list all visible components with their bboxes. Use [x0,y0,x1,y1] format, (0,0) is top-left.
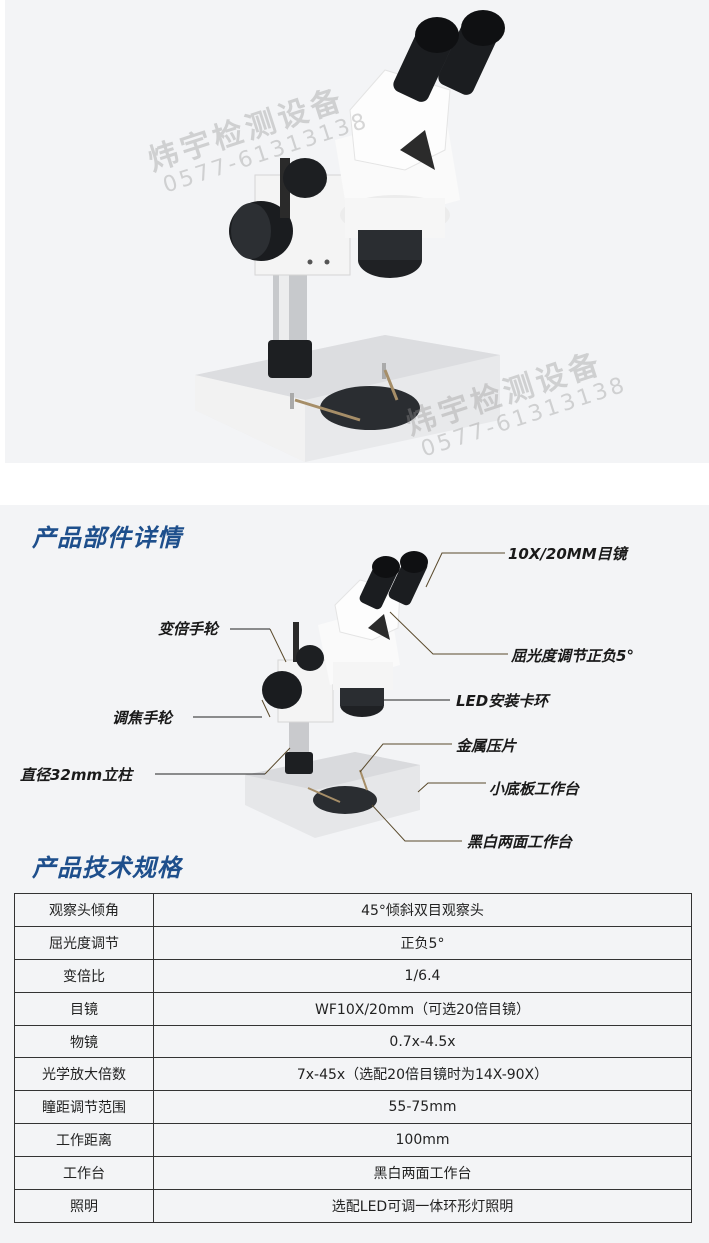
microscope-photo [195,10,505,462]
spec-value: 选配LED可调一体环形灯照明 [153,1189,692,1223]
callout-led-ring: LED安装卡环 [456,692,549,710]
spec-key: 目镜 [14,991,154,1026]
callout-zoom-knob: 变倍手轮 [158,620,219,638]
spec-key: 光学放大倍数 [14,1057,154,1092]
spec-key: 瞳距调节范围 [14,1090,154,1125]
spec-key: 屈光度调节 [14,925,154,960]
spec-value: 7x-45x（选配20倍目镜时为14X-90X） [153,1057,692,1092]
spec-key: 观察头倾角 [14,893,154,927]
table-row: 照明选配LED可调一体环形灯照明 [14,1189,692,1223]
parts-section-title: 产品部件详情 [32,524,182,552]
callout-metal-clip: 金属压片 [456,737,517,755]
spec-value: 100mm [153,1123,692,1158]
spec-value: 正负5° [153,925,692,960]
spec-value: 1/6.4 [153,958,692,993]
callout-small-base: 小底板工作台 [489,780,580,798]
spec-key: 工作台 [14,1156,154,1191]
specs-section-title: 产品技术规格 [32,854,182,882]
callout-bw-stage: 黑白两面工作台 [467,833,573,851]
callout-refraction: 屈光度调节正负5° [511,647,634,665]
table-row: 屈光度调节正负5° [14,925,692,960]
product-photo-panel: 炜宇检测设备 0577-61313138 炜宇检测设备 0577-6131313… [5,0,709,463]
spec-key: 变倍比 [14,958,154,993]
spec-value: 0.7x-4.5x [153,1024,692,1059]
spec-key: 照明 [14,1189,154,1223]
callout-eyepiece: 10X/20MM目镜 [508,545,627,563]
spec-value: 黑白两面工作台 [153,1156,692,1191]
spec-key: 物镜 [14,1024,154,1059]
callout-pillar: 直径32mm立柱 [20,766,133,784]
spec-value: WF10X/20mm（可选20倍目镜） [153,991,692,1026]
spec-value: 45°倾斜双目观察头 [153,893,692,927]
table-row: 工作台黑白两面工作台 [14,1156,692,1191]
callout-focus-knob: 调焦手轮 [112,709,173,727]
spec-key: 工作距离 [14,1123,154,1158]
spec-value: 55-75mm [153,1090,692,1125]
microscope-diagram [155,551,508,842]
